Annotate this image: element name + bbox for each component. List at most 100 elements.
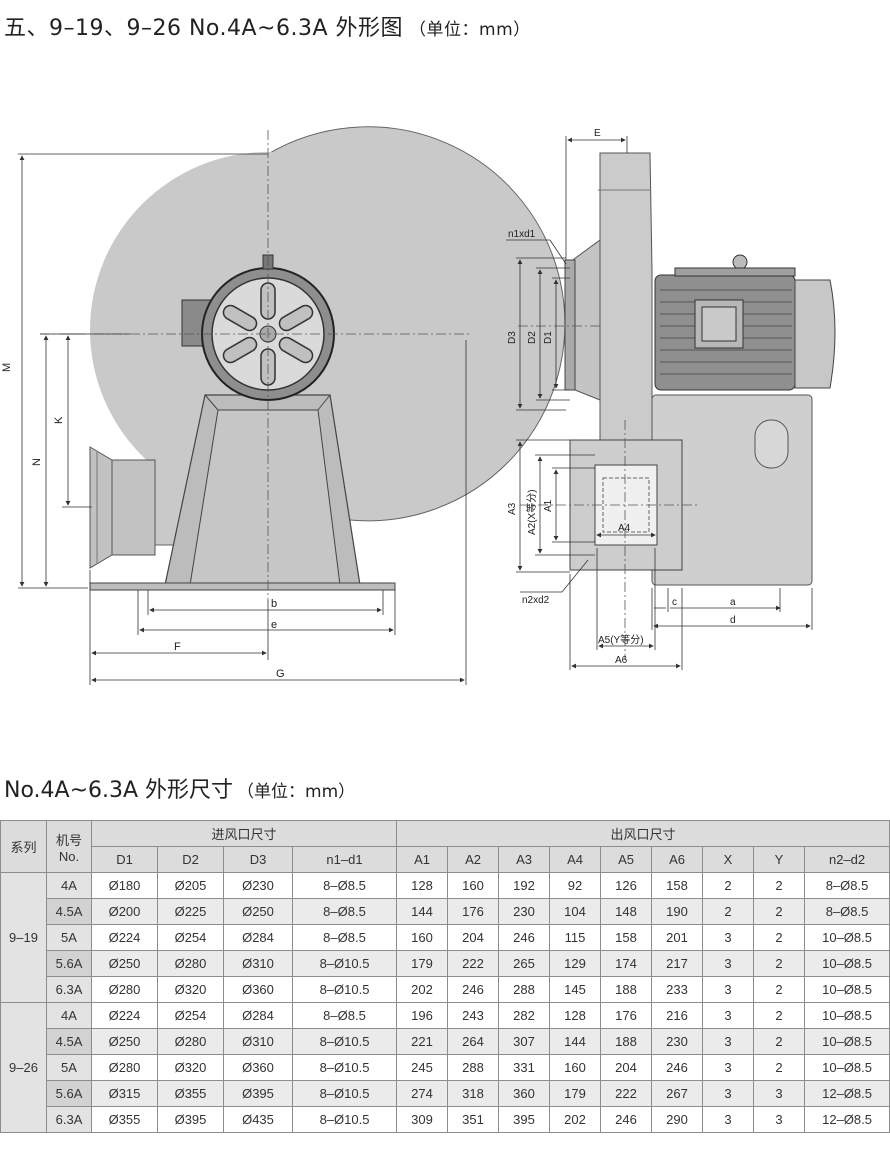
value-cell: Ø280 [91, 976, 158, 1003]
model-cell: 5A [46, 1054, 92, 1081]
page-title-unit: （单位：mm） [409, 20, 531, 40]
value-cell: Ø310 [223, 1028, 293, 1055]
value-cell: 243 [447, 1002, 500, 1029]
value-cell: 274 [396, 1080, 449, 1107]
value-cell: Ø284 [223, 924, 293, 951]
value-cell: Ø310 [223, 950, 293, 977]
value-cell: 3 [702, 950, 755, 977]
value-cell: Ø224 [91, 924, 158, 951]
table-title-unit: （单位：mm） [237, 782, 356, 802]
value-cell: 265 [498, 950, 551, 977]
value-cell: Ø360 [223, 976, 293, 1003]
page-title: 五、9–19、9–26 No.4A~6.3A 外形图（单位：mm） [4, 10, 531, 42]
value-cell: 8–Ø8.5 [804, 898, 890, 925]
value-cell: Ø395 [223, 1080, 293, 1107]
value-cell: 221 [396, 1028, 449, 1055]
value-cell: 2 [753, 1002, 806, 1029]
side-view: E n1xd1 D3 D2 D1 A3 A2(X等分) A1 A4 n2xd2 … [506, 128, 836, 670]
value-cell: 3 [702, 1028, 755, 1055]
header-model: 机号 No. [46, 820, 92, 873]
model-cell: 6.3A [46, 976, 92, 1003]
value-cell: 8–Ø10.5 [291, 1106, 398, 1133]
fan-outline-drawing: M N K b e F G [1, 126, 836, 685]
value-cell: 202 [549, 1106, 602, 1133]
label-n1xd1: n1xd1 [508, 229, 536, 240]
value-cell: 230 [651, 1028, 704, 1055]
label-D3: D3 [507, 331, 518, 344]
value-cell: 12–Ø8.5 [804, 1080, 890, 1107]
value-cell: 10–Ø8.5 [804, 1054, 890, 1081]
label-c: c [672, 597, 677, 608]
model-cell: 5.6A [46, 1080, 92, 1107]
value-cell: Ø320 [157, 976, 224, 1003]
value-cell: 148 [600, 898, 653, 925]
value-cell: 3 [702, 1054, 755, 1081]
value-cell: 3 [702, 1106, 755, 1133]
value-cell: 233 [651, 976, 704, 1003]
value-cell: 245 [396, 1054, 449, 1081]
col-header: A1 [396, 846, 449, 873]
value-cell: Ø205 [157, 872, 224, 899]
outlet-duct [89, 446, 156, 569]
value-cell: Ø250 [223, 898, 293, 925]
header-outlet: 出风口尺寸 [396, 820, 890, 847]
model-cell: 5.6A [46, 950, 92, 977]
label-A4: A4 [618, 523, 631, 534]
value-cell: 3 [753, 1106, 806, 1133]
value-cell: 8–Ø10.5 [291, 976, 398, 1003]
value-cell: 160 [549, 1054, 602, 1081]
value-cell: 104 [549, 898, 602, 925]
value-cell: 190 [651, 898, 704, 925]
value-cell: 8–Ø10.5 [291, 1080, 398, 1107]
value-cell: Ø435 [223, 1106, 293, 1133]
value-cell: 2 [753, 872, 806, 899]
front-view: M N K b e F G [1, 126, 566, 685]
value-cell: 128 [549, 1002, 602, 1029]
label-A5: A5(Y等分) [598, 633, 644, 646]
value-cell: 222 [447, 950, 500, 977]
value-cell: 2 [753, 1054, 806, 1081]
value-cell: Ø355 [157, 1080, 224, 1107]
page-title-text: 五、9–19、9–26 No.4A~6.3A 外形图 [4, 16, 404, 41]
col-header: A5 [600, 846, 653, 873]
value-cell: 129 [549, 950, 602, 977]
value-cell: 176 [600, 1002, 653, 1029]
value-cell: 145 [549, 976, 602, 1003]
col-header: X [702, 846, 755, 873]
value-cell: 8–Ø8.5 [291, 924, 398, 951]
label-a: a [730, 597, 736, 608]
value-cell: Ø230 [223, 872, 293, 899]
label-A3: A3 [507, 502, 518, 515]
value-cell: 318 [447, 1080, 500, 1107]
label-b: b [271, 598, 277, 610]
value-cell: 331 [498, 1054, 551, 1081]
value-cell: Ø320 [157, 1054, 224, 1081]
value-cell: 8–Ø8.5 [291, 898, 398, 925]
value-cell: 2 [753, 898, 806, 925]
value-cell: 360 [498, 1080, 551, 1107]
model-cell: 4.5A [46, 898, 92, 925]
value-cell: Ø360 [223, 1054, 293, 1081]
header-row-groups: 系列 机号 No. 进风口尺寸 出风口尺寸 [0, 820, 890, 873]
value-cell: 3 [702, 924, 755, 951]
value-cell: 307 [498, 1028, 551, 1055]
value-cell: 395 [498, 1106, 551, 1133]
value-cell: 8–Ø8.5 [291, 872, 398, 899]
value-cell: 246 [651, 1054, 704, 1081]
series-cell: 9–19 [0, 872, 47, 1003]
label-E: E [594, 128, 601, 139]
value-cell: 2 [753, 950, 806, 977]
value-cell: 2 [753, 1028, 806, 1055]
value-cell: Ø250 [91, 1028, 158, 1055]
value-cell: 309 [396, 1106, 449, 1133]
value-cell: 196 [396, 1002, 449, 1029]
value-cell: Ø224 [91, 1002, 158, 1029]
label-D2: D2 [527, 331, 538, 344]
label-F: F [174, 641, 181, 653]
label-A1: A1 [543, 499, 554, 512]
col-header: D2 [157, 846, 224, 873]
